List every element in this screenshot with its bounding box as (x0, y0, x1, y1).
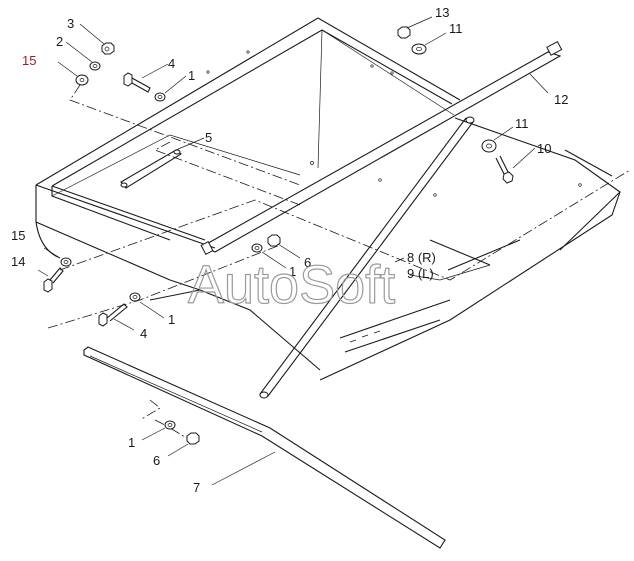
callout-4-lower: 4 (140, 326, 147, 341)
channel-bar-5 (120, 149, 182, 189)
callout-7: 7 (193, 480, 200, 495)
callout-14: 14 (11, 254, 25, 269)
callout-2: 2 (56, 34, 63, 49)
callout-15-mid: 15 (11, 228, 25, 243)
callout-6-mid: 6 (304, 255, 311, 270)
callout-6-bottom: 6 (153, 453, 160, 468)
callout-1-lower: 1 (168, 312, 175, 327)
callout-10: 10 (537, 141, 551, 156)
hardware-top-right (397, 16, 549, 184)
callout-1-top: 1 (188, 68, 195, 83)
callout-11-right: 11 (515, 116, 529, 131)
callout-labels: 3 2 15 4 1 5 13 11 12 11 10 15 14 6 1 8 … (11, 5, 568, 495)
brace-bar-8-9 (259, 116, 475, 399)
callout-1-mid: 1 (289, 264, 296, 279)
callout-9-l: 9 (L) (407, 266, 434, 281)
callout-1-bottom: 1 (128, 435, 135, 450)
callout-11-top: 11 (449, 21, 463, 36)
hardware-bottom (141, 420, 276, 486)
callout-8-r: 8 (R) (407, 250, 436, 265)
hopper-box (35, 17, 621, 381)
callout-4-top: 4 (168, 56, 175, 71)
bent-strip-7 (83, 346, 446, 549)
hardware-middle (37, 234, 491, 331)
callout-5: 5 (205, 130, 212, 145)
assembly-lines (47, 84, 631, 441)
watermark: AutoSoft (188, 255, 395, 315)
rail-bar-12 (200, 40, 563, 255)
hardware-top-left (57, 23, 205, 151)
callout-12: 12 (554, 92, 568, 107)
callout-13: 13 (435, 5, 449, 20)
callout-15-top: 15 (22, 53, 36, 68)
callout-3: 3 (67, 16, 74, 31)
